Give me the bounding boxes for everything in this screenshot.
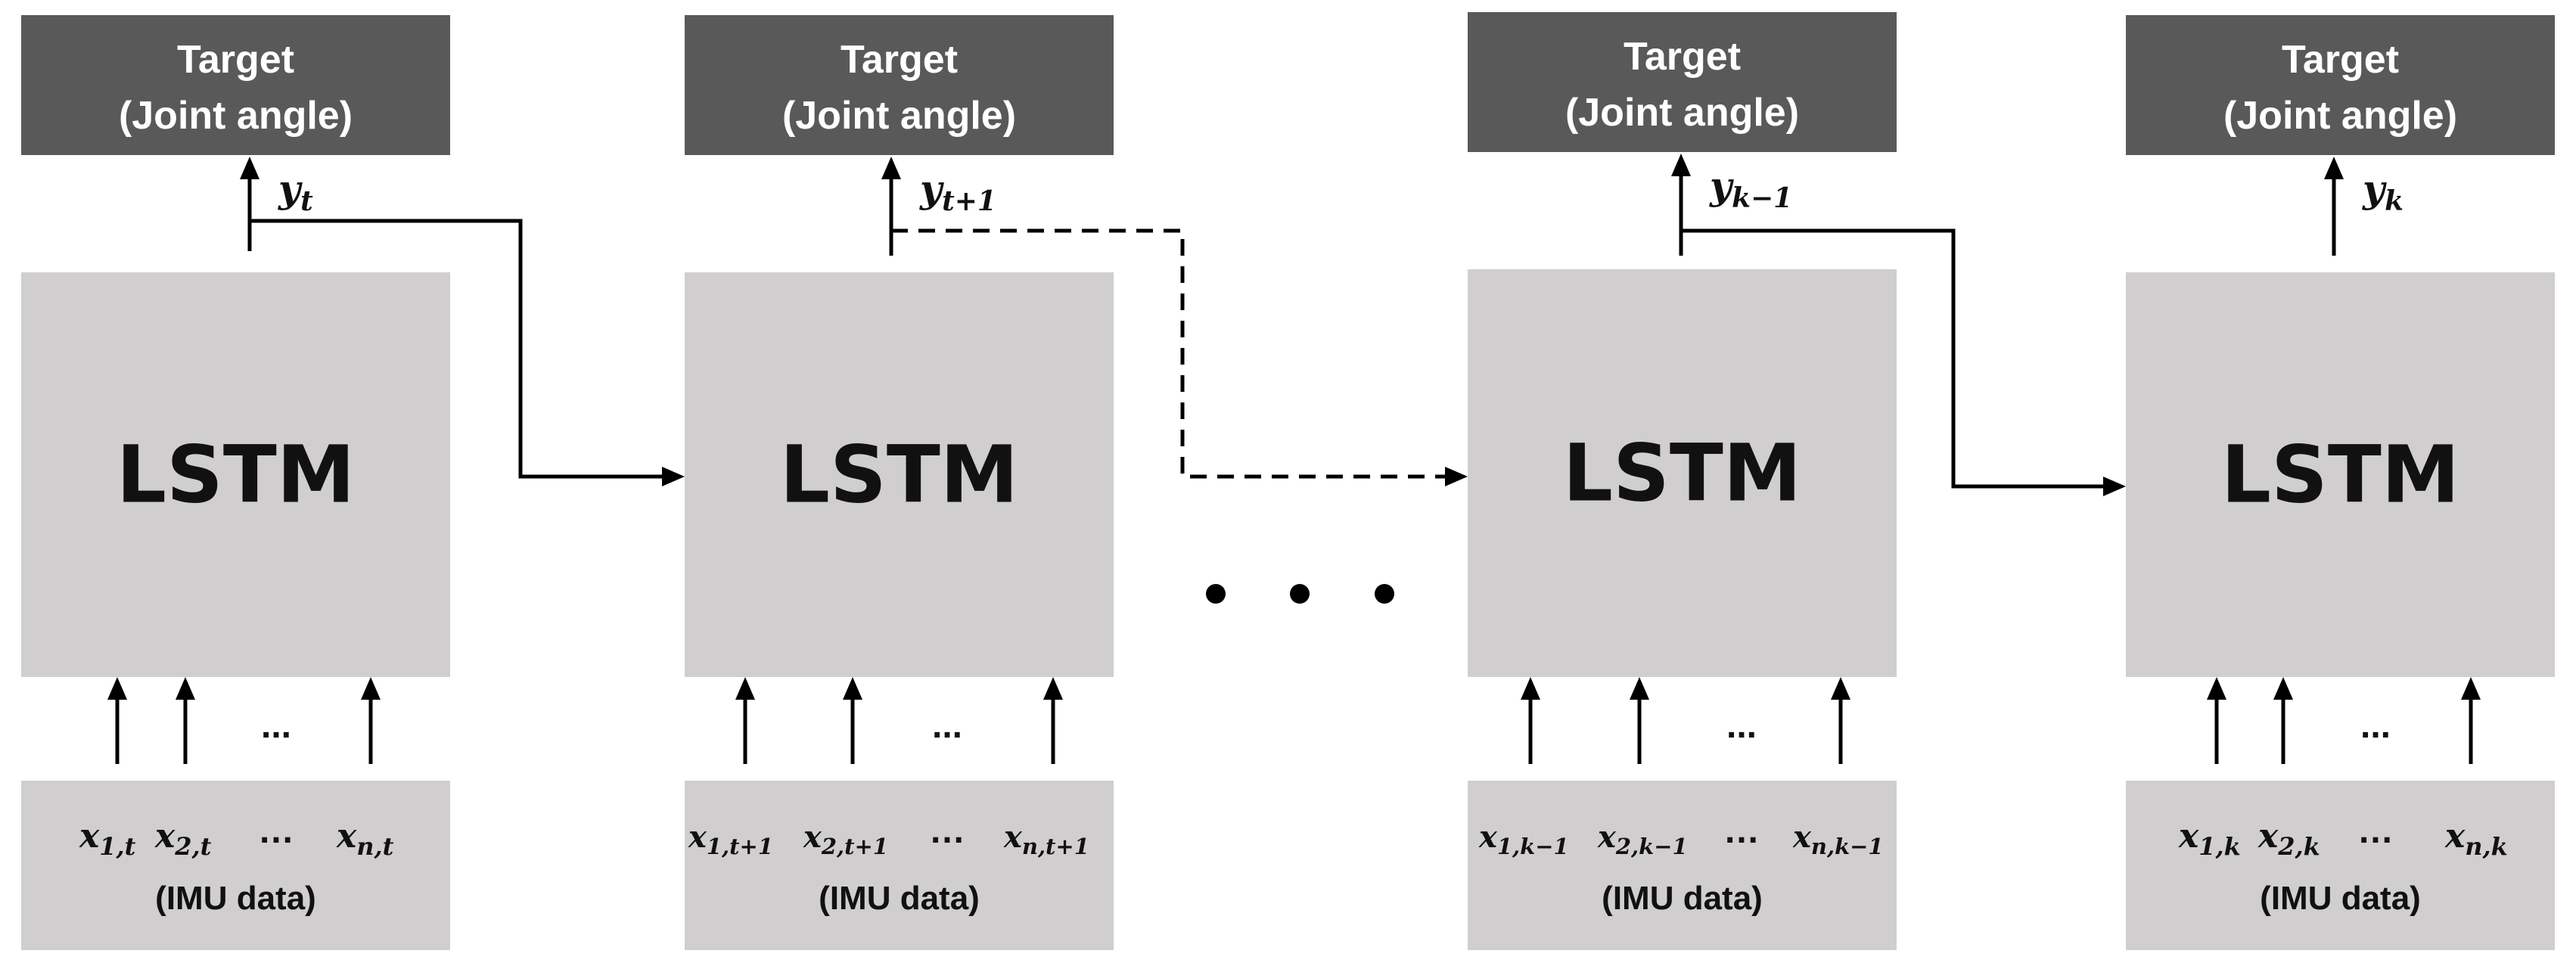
arrowhead [735, 677, 755, 700]
lstm-label: LSTM [780, 429, 1019, 521]
target-subtitle: (Joint angle) [119, 94, 353, 138]
ellipsis-dot [1290, 584, 1310, 604]
lstm-label: LSTM [2221, 429, 2460, 521]
arrowhead [881, 157, 901, 179]
arrowhead [2324, 157, 2344, 179]
lstm-box [2126, 272, 2555, 677]
arrowhead [1831, 677, 1850, 700]
arrowhead [1043, 677, 1063, 700]
lstm-box [21, 272, 450, 677]
lstm-label: LSTM [1563, 427, 1802, 520]
time-step-block: Target (Joint angle) LSTM yk−1 (IMU data) x1,… [1468, 12, 1897, 950]
input-arrow-ellipsis: ... [1726, 706, 1757, 746]
input-label: x2,k [2257, 817, 2320, 861]
state-connector [891, 228, 1446, 479]
input-label: xn,k−1 [1792, 819, 1884, 859]
output-label: yt+1 [919, 166, 996, 217]
output-label: yk−1 [1709, 163, 1792, 214]
input-ellipsis: … [258, 811, 294, 851]
target-box [685, 15, 1114, 155]
target-subtitle: (Joint angle) [1565, 91, 1799, 135]
target-box [21, 15, 450, 155]
ellipsis-dot [1375, 584, 1394, 604]
input-label: x1,k−1 [1478, 819, 1569, 859]
ellipsis-dot [1206, 584, 1226, 604]
arrowhead [1630, 677, 1649, 700]
sequence-ellipsis [1206, 584, 1394, 604]
state-connector [250, 219, 663, 479]
arrowhead [2273, 677, 2293, 700]
lstm-label: LSTM [117, 429, 356, 521]
arrowhead [2103, 477, 2126, 496]
input-ellipsis: … [1723, 811, 1760, 851]
imu-label: (IMU data) [155, 880, 316, 917]
input-label: x1,t [79, 817, 136, 861]
input-label: x2,k−1 [1597, 819, 1688, 859]
arrowhead [1445, 467, 1468, 486]
output-label: yt [278, 166, 313, 217]
time-step-block: Target (Joint angle) LSTM yk (IMU data) x1,k x… [2126, 15, 2555, 950]
arrowhead [2461, 677, 2481, 700]
imu-label: (IMU data) [819, 880, 980, 917]
input-arrow-ellipsis: ... [261, 706, 291, 746]
imu-box [685, 781, 1114, 950]
connector-arrows [250, 219, 2126, 496]
time-step-block: Target (Joint angle) LSTM yt+1 (IMU data) x1,… [685, 15, 1114, 950]
imu-box [2126, 781, 2555, 950]
arrowhead [2207, 677, 2226, 700]
time-step-block: Target (Joint angle) LSTM yt (IMU data) x1,t x… [21, 15, 450, 950]
input-arrow-ellipsis: ... [932, 706, 962, 746]
target-subtitle: (Joint angle) [2223, 94, 2457, 138]
input-label: xn,t [336, 817, 394, 861]
imu-label: (IMU data) [1602, 880, 1763, 917]
input-label: x1,k [2178, 817, 2241, 861]
lstm-box [1468, 269, 1897, 677]
arrowhead [1521, 677, 1540, 700]
arrowhead [107, 677, 127, 700]
arrowhead [240, 157, 259, 179]
target-box [1468, 12, 1897, 152]
target-box [2126, 15, 2555, 155]
input-arrow-ellipsis: ... [2360, 706, 2391, 746]
target-title: Target [2282, 38, 2399, 82]
target-title: Target [1624, 35, 1741, 79]
input-label: x1,t+1 [688, 819, 773, 859]
arrowhead [361, 677, 381, 700]
input-label: x2,t+1 [803, 819, 888, 859]
input-label: xn,k [2444, 817, 2508, 861]
arrowhead [176, 677, 195, 700]
output-label: yk [2362, 166, 2404, 217]
arrowhead [1671, 154, 1691, 176]
imu-label: (IMU data) [2260, 880, 2421, 917]
imu-box [1468, 781, 1897, 950]
arrowhead [662, 467, 685, 486]
imu-box [21, 781, 450, 950]
input-label: xn,t+1 [1003, 819, 1089, 859]
input-ellipsis: … [2357, 811, 2394, 851]
target-subtitle: (Joint angle) [782, 94, 1016, 138]
arrowhead [843, 677, 862, 700]
target-title: Target [841, 38, 958, 82]
input-label: x2,t [154, 817, 212, 861]
state-connector [1681, 228, 2105, 489]
input-ellipsis: … [929, 811, 965, 851]
target-title: Target [177, 38, 294, 82]
lstm-box [685, 272, 1114, 677]
time-step-blocks: Target (Joint angle) LSTM yt (IMU data) x1,t x… [21, 12, 2555, 950]
